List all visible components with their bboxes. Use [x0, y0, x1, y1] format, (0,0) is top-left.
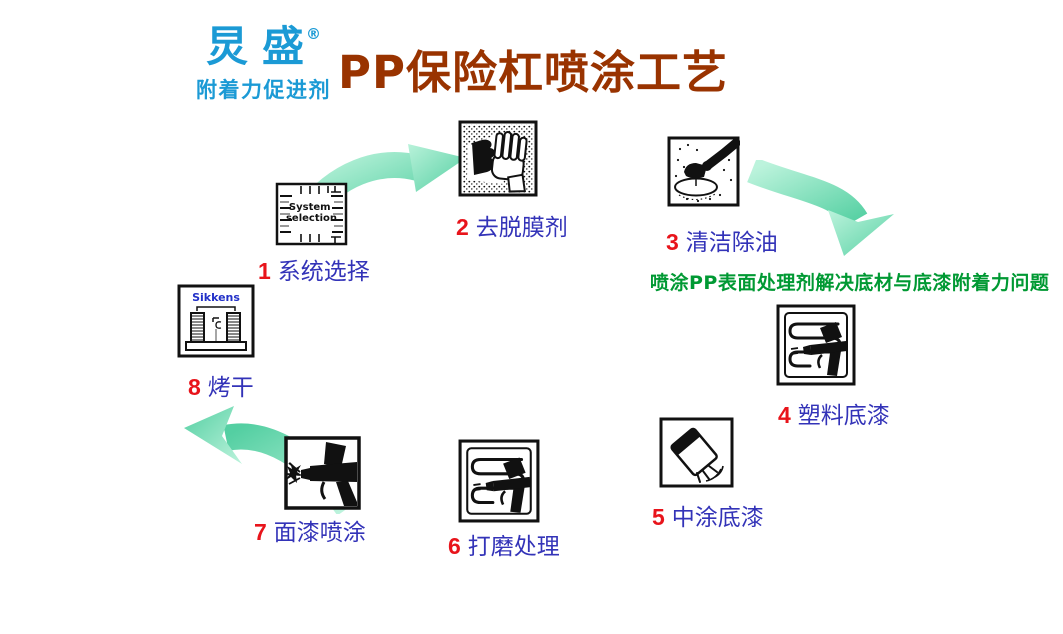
step-label: 面漆喷涂 — [273, 520, 366, 546]
sikkens-label: Sikkens — [192, 291, 240, 304]
step-number: 5 — [652, 504, 665, 530]
step-label: 烤干 — [207, 375, 254, 401]
hand-wipe-icon — [458, 120, 538, 197]
system-selection-icon: System selection — [275, 182, 348, 246]
step-number: 4 — [778, 402, 791, 428]
spray-gun-panel-icon — [458, 439, 540, 523]
step-label: 去脱膜剂 — [475, 215, 568, 241]
step-label: 中涂底漆 — [671, 505, 764, 531]
note-text: 喷涂PP表面处理剂解决底材与底漆附着力问题 — [650, 272, 1050, 294]
spray-gun-icon — [284, 436, 361, 510]
brand-name: 炅盛® — [196, 22, 331, 71]
page-title: PP保险杠喷涂工艺 — [338, 46, 728, 99]
step-label: 系统选择 — [277, 259, 370, 285]
registered-mark-icon: ® — [306, 25, 321, 43]
brand-tagline: 附着力促进剂 — [196, 78, 331, 103]
step-label: 打磨处理 — [467, 534, 560, 560]
step-number: 1 — [258, 258, 271, 284]
step-number: 7 — [254, 519, 267, 545]
brand-text: 炅盛 — [205, 22, 318, 71]
icon-caption-line1: System — [289, 202, 331, 213]
icon-caption-line2: selection — [286, 213, 337, 224]
step-label: 塑料底漆 — [797, 403, 890, 429]
step-number: 8 — [188, 374, 201, 400]
step-number: 2 — [456, 214, 469, 240]
brand-logo: 炅盛® 附着力促进剂 — [196, 22, 331, 104]
spray-gun-panel-icon — [776, 304, 856, 386]
drying-oven-icon: Sikkens — [177, 284, 255, 358]
cleaning-polisher-icon — [667, 136, 740, 207]
step-number: 6 — [448, 533, 461, 559]
svg-text:System selection: System selection — [286, 202, 337, 224]
step-number: 3 — [666, 229, 679, 255]
aerosol-spray-icon — [659, 417, 734, 488]
arrow-step3-to-step4-icon — [747, 160, 894, 256]
step-label: 清洁除油 — [685, 230, 778, 256]
